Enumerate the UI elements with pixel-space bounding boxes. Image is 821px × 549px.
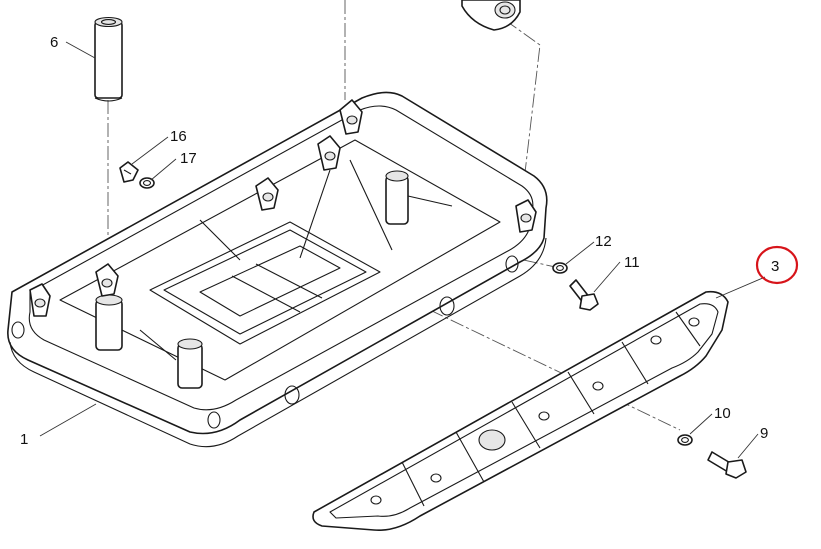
part-9-bolt[interactable] [707, 451, 747, 479]
callout-17: 17 [180, 150, 197, 167]
callout-16: 16 [170, 128, 187, 145]
housing-boss-left [95, 294, 123, 351]
callout-leaders [39, 41, 766, 459]
housing-wall-holes [11, 255, 519, 429]
part-3-rail[interactable] [312, 290, 729, 532]
callout-3-highlight-circle [755, 245, 799, 285]
callout-3[interactable]: 3 [771, 258, 779, 275]
top-bushing-fragment[interactable] [461, 0, 521, 31]
callout-12: 12 [595, 233, 612, 250]
part-1-housing[interactable] [7, 91, 548, 448]
housing-boss-center [177, 338, 203, 389]
part-10-washer[interactable] [677, 434, 693, 446]
part-12-washer[interactable] [552, 262, 568, 274]
part-16-plug[interactable] [119, 161, 139, 183]
housing-lugs [29, 99, 537, 317]
callout-labels: 6 16 17 1 12 11 3 10 9 [20, 34, 779, 448]
callout-9: 9 [760, 425, 768, 442]
callout-10: 10 [714, 405, 731, 422]
housing-boss-right [385, 170, 409, 225]
part-6-sleeve[interactable] [94, 16, 123, 102]
part-17-washer[interactable] [139, 177, 155, 189]
part-11-bolt[interactable] [569, 279, 599, 311]
callout-1: 1 [20, 431, 28, 448]
callout-11: 11 [624, 254, 640, 271]
callout-6: 6 [50, 34, 58, 51]
